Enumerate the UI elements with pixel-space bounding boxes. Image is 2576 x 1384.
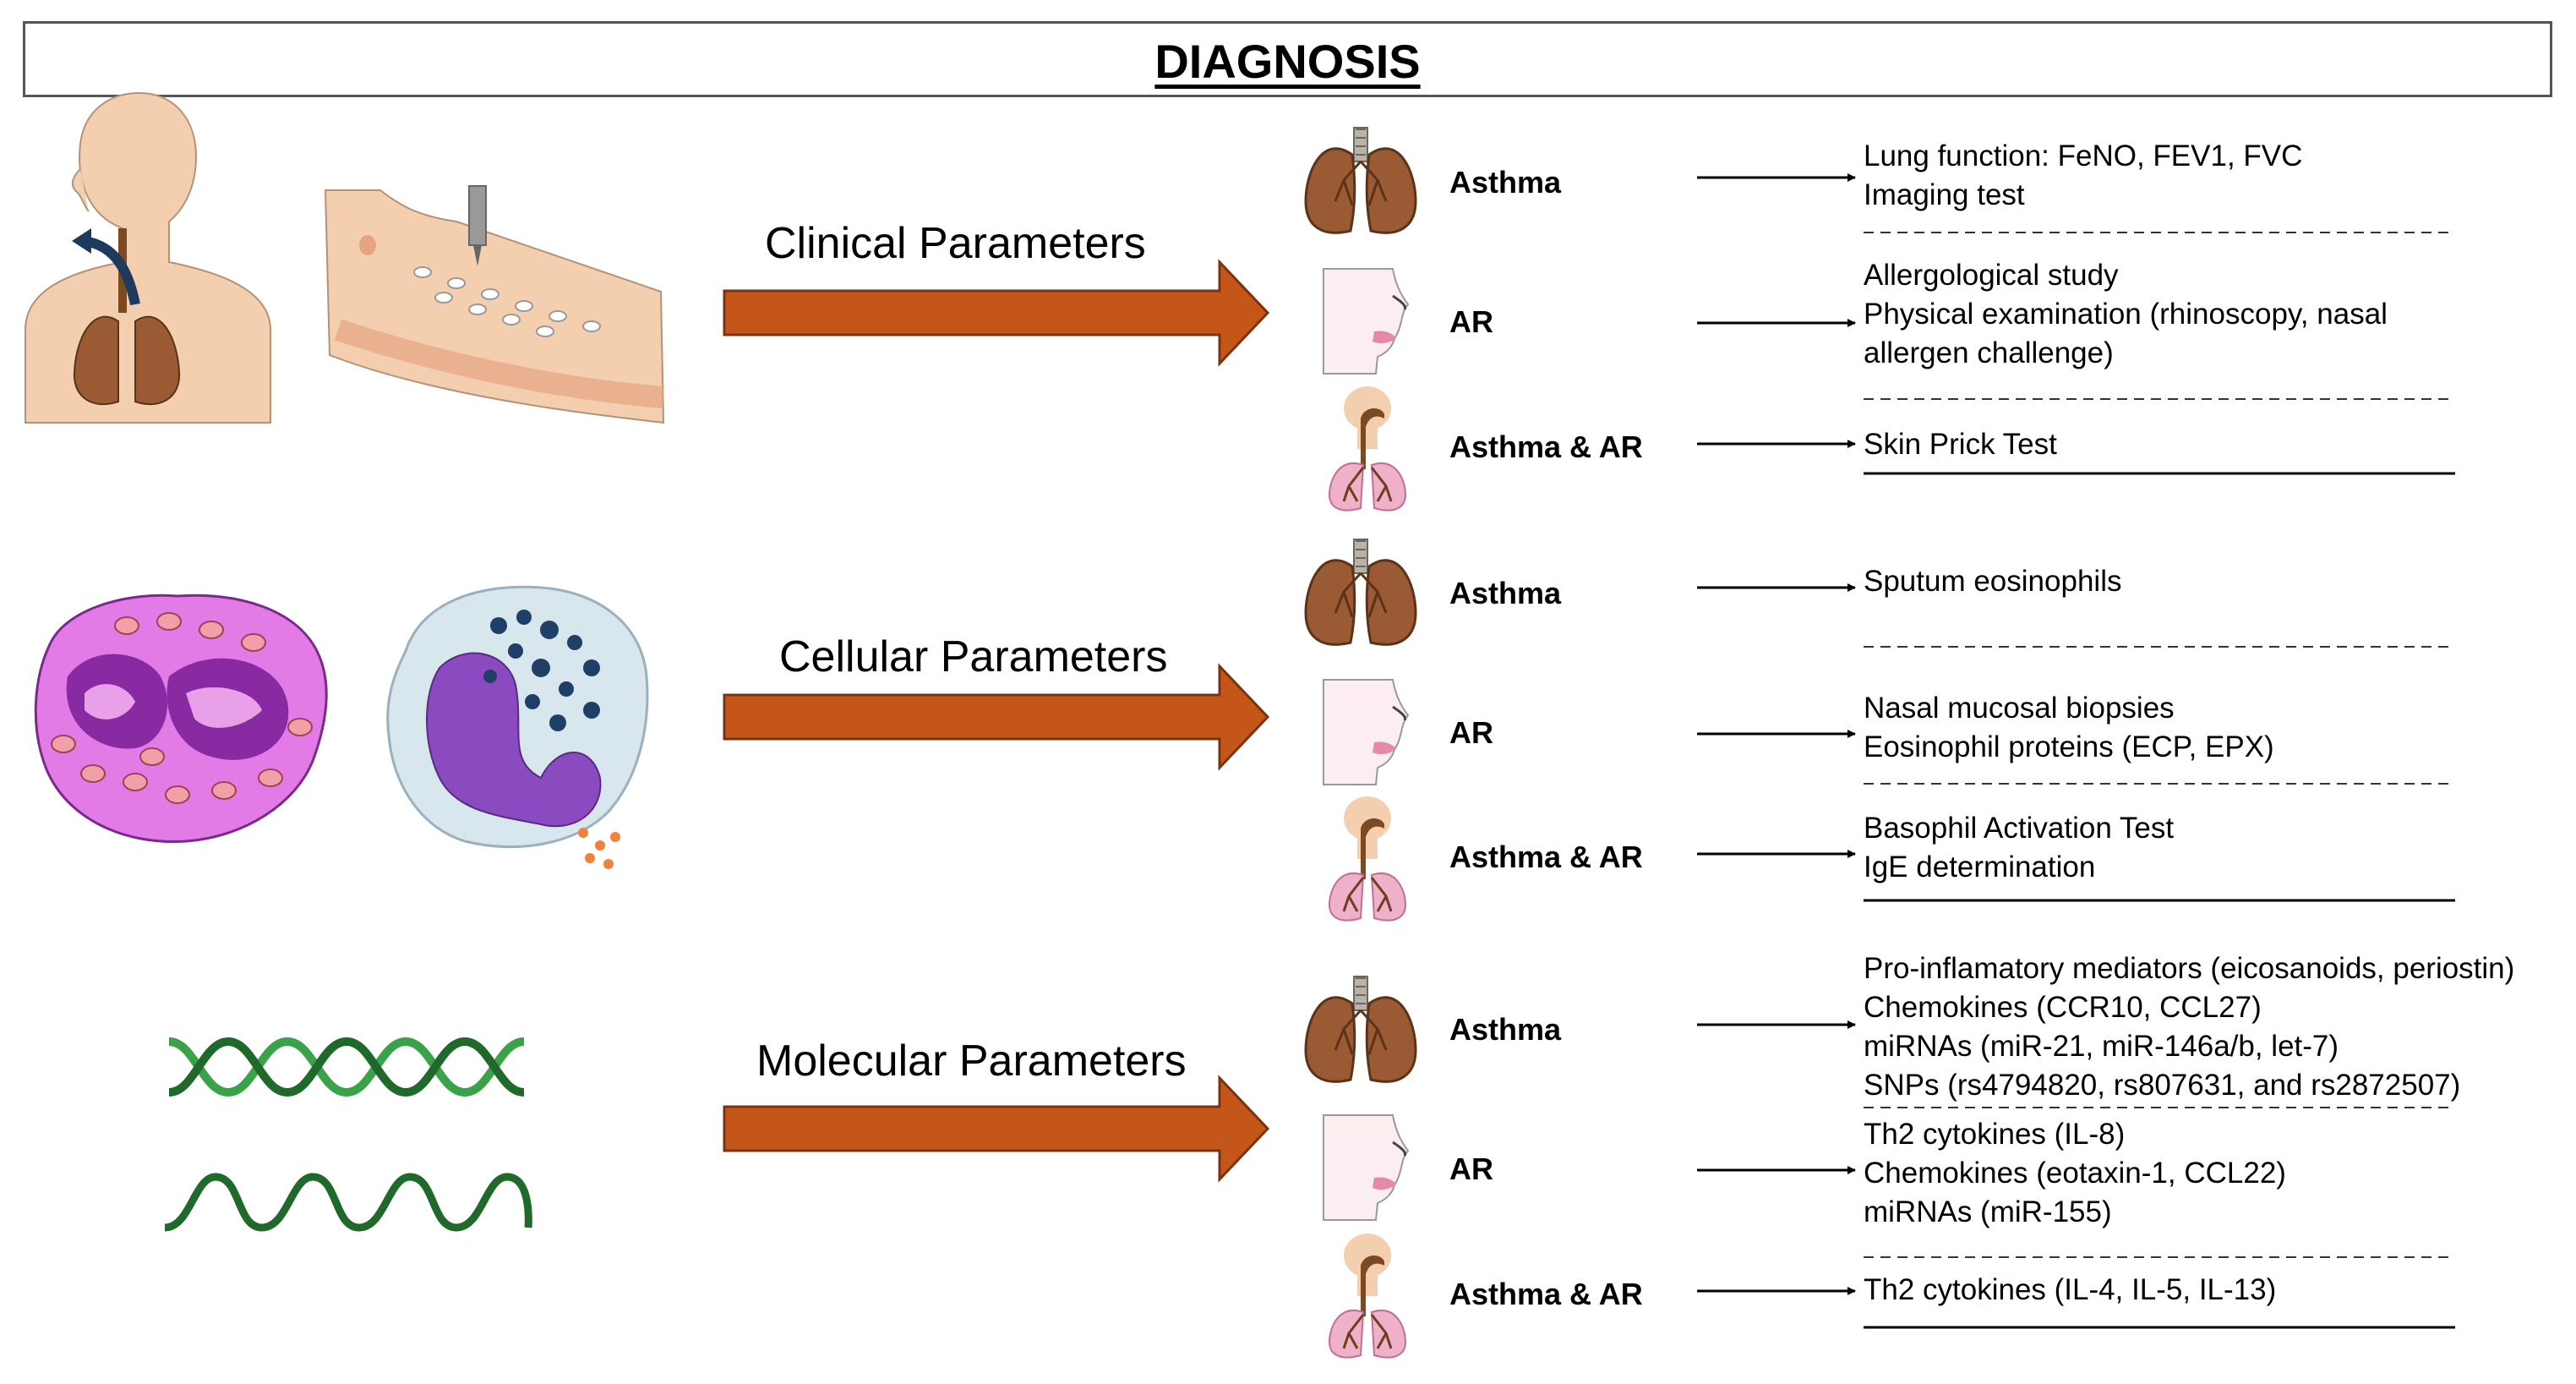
condition-label-clinical-both: Asthma & AR [1449,429,1643,464]
eosinophil-cell-illustration [34,594,328,844]
dna-single-strand-illustration [164,1173,532,1232]
list-item: Th2 cytokines (IL-8) [1864,1118,2126,1151]
condition-label-cellular-asthma: Asthma [1449,576,1562,610]
condition-label-clinical-ar: AR [1449,304,1493,339]
airway-icon [1328,795,1407,922]
face-icon [1322,678,1410,786]
lungs-icon [1304,975,1417,1083]
list-item: SNPs (rs4794820, rs807631, and rs2872507… [1864,1069,2461,1102]
skin-prick-illustration [324,185,665,424]
list-item: Sputum eosinophils [1864,565,2122,598]
list-item: Pro-inflamatory mediators (eicosanoids, … [1864,952,2515,985]
list-item: Chemokines (CCR10, CCL27) [1864,991,2262,1024]
list-item: Lung function: FeNO, FEV1, FVC [1864,139,2303,172]
items-molecular-ar: Th2 cytokines (IL-8) Chemokines (eotaxin… [1864,1115,2286,1232]
section-arrow-molecular [723,1075,1270,1183]
items-cellular-both: Basophil Activation Test IgE determinati… [1864,809,2174,887]
title-box: DIAGNOSIS [23,21,2552,97]
section-arrow-cellular [723,663,1270,771]
list-item: Th2 cytokines (IL-4, IL-5, IL-13) [1864,1273,2277,1306]
condition-label-cellular-ar: AR [1449,715,1493,750]
list-item: Chemokines (eotaxin-1, CCL22) [1864,1157,2286,1190]
list-item: Physical examination (rhinoscopy, nasal [1864,298,2388,331]
section-dividers [1864,472,2455,1329]
list-item: IgE determination [1864,851,2096,883]
lungs-icon [1304,538,1417,646]
items-clinical-both: Skin Prick Test [1864,425,2057,464]
list-item: miRNAs (miR-21, miR-146a/b, let-7) [1864,1030,2339,1063]
airway-icon [1328,1232,1407,1359]
condition-label-molecular-ar: AR [1449,1152,1493,1186]
person-breathing-illustration [25,91,271,424]
face-icon [1322,267,1410,375]
list-item: miRNAs (miR-155) [1864,1195,2112,1228]
basophil-cell-illustration [386,585,649,869]
items-clinical-asthma: Lung function: FeNO, FEV1, FVC Imaging t… [1864,137,2302,215]
items-molecular-asthma: Pro-inflamatory mediators (eicosanoids, … [1864,949,2514,1105]
list-item: Allergological study [1864,259,2119,292]
list-item: Eosinophil proteins (ECP, EPX) [1864,730,2274,763]
list-item: Basophil Activation Test [1864,812,2175,845]
items-clinical-ar: Allergological study Physical examinatio… [1864,256,2388,373]
dna-double-helix-illustration [168,1037,525,1097]
connector-arrows [1697,173,1856,1295]
items-molecular-both: Th2 cytokines (IL-4, IL-5, IL-13) [1864,1271,2276,1310]
section-heading-cellular: Cellular Parameters [779,632,1168,681]
condition-label-molecular-both: Asthma & AR [1449,1277,1643,1311]
lungs-icon [1304,126,1417,234]
section-heading-molecular: Molecular Parameters [756,1037,1187,1086]
items-cellular-ar: Nasal mucosal biopsies Eosinophil protei… [1864,689,2274,767]
condition-label-molecular-asthma: Asthma [1449,1012,1562,1047]
condition-label-cellular-both: Asthma & AR [1449,840,1643,874]
diagram-title: DIAGNOSIS [1154,35,1421,88]
list-item: Imaging test [1864,178,2025,211]
list-item: Nasal mucosal biopsies [1864,692,2175,725]
condition-label-clinical-asthma: Asthma [1449,165,1562,200]
section-arrow-clinical [723,259,1270,367]
list-item: Skin Prick Test [1864,428,2057,461]
airway-icon [1328,385,1407,512]
face-icon [1322,1113,1410,1222]
list-item: allergen challenge) [1864,336,2114,369]
section-heading-clinical: Clinical Parameters [765,219,1146,268]
items-cellular-asthma: Sputum eosinophils [1864,562,2121,601]
row-dividers [1864,232,2455,1258]
